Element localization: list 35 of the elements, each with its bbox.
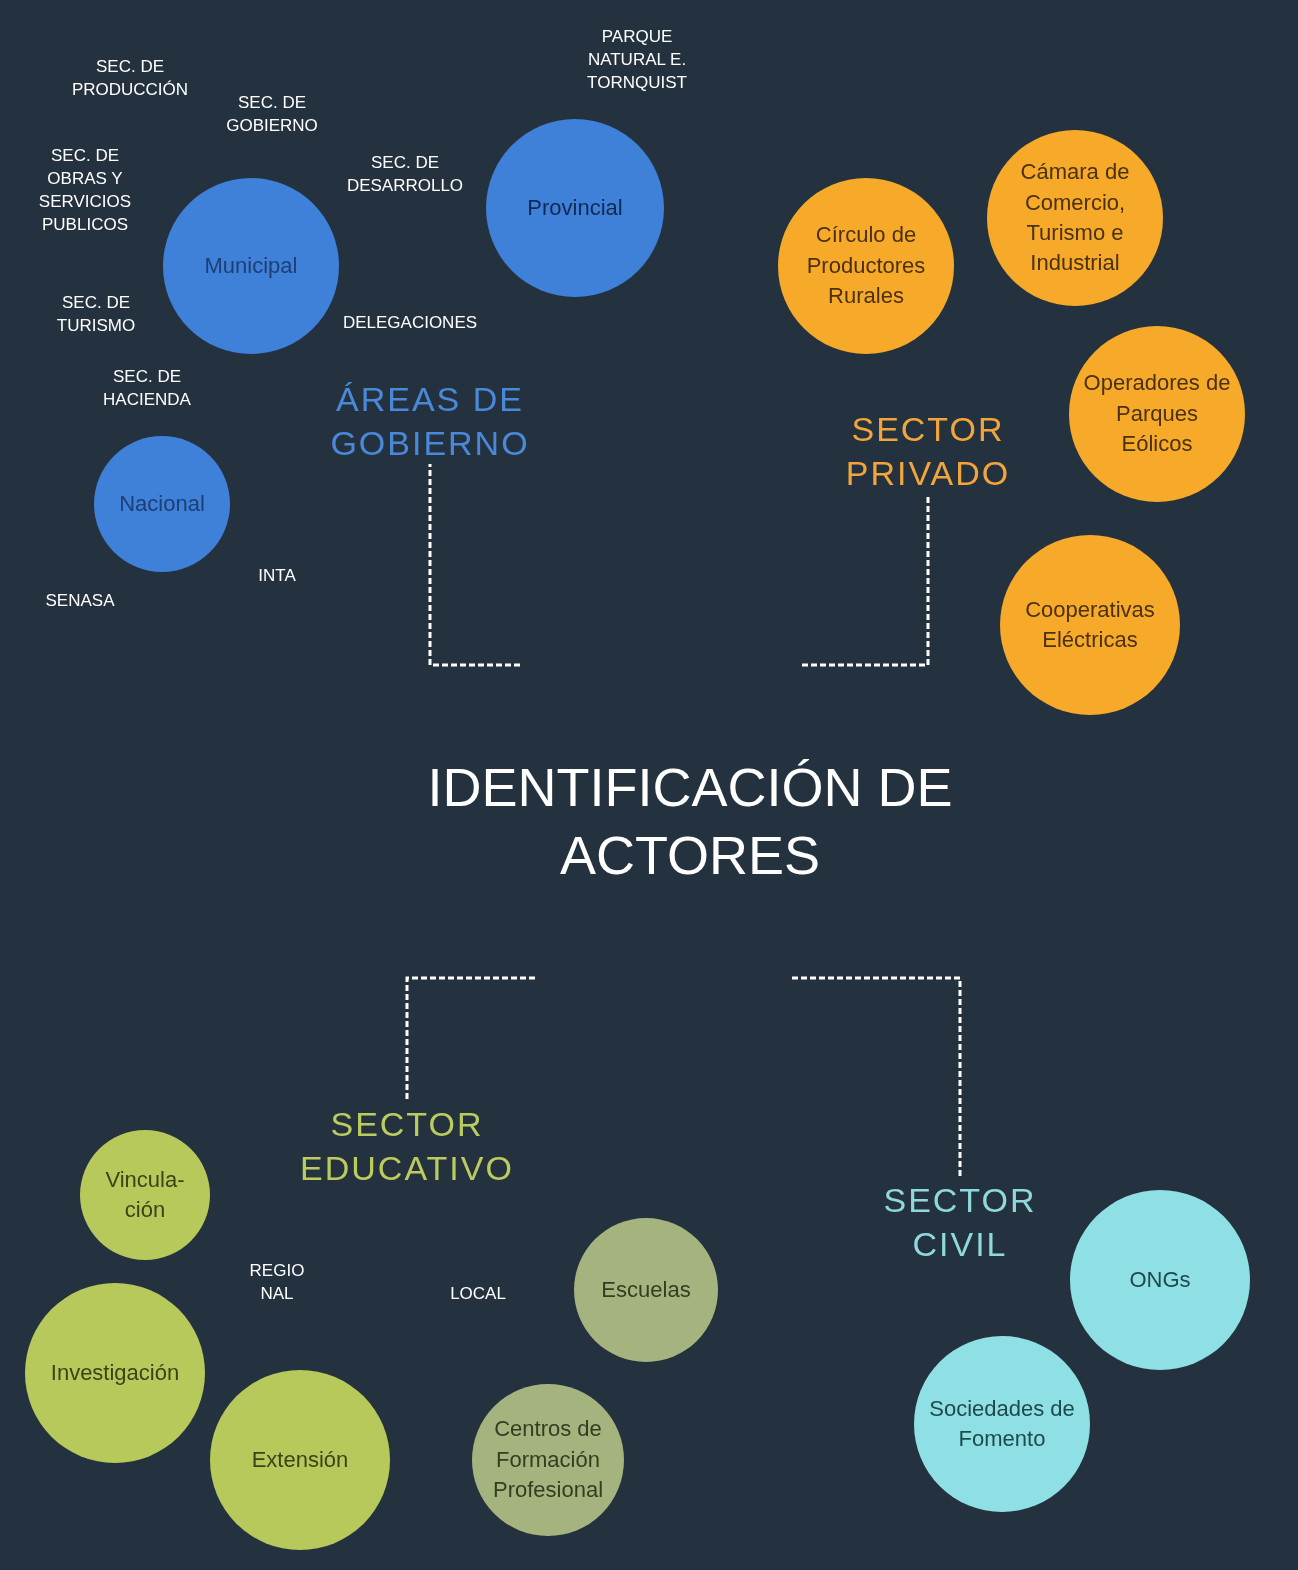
dashed-connector [802,494,930,667]
sub-area-label: PARQUE NATURAL E. TORNQUIST [586,26,688,94]
sub-area-label: SEC. DE HACIENDA [102,366,192,411]
dashed-connector [428,464,520,667]
sub-area-label: INTA [257,565,297,587]
section-heading: SECTOR EDUCATIVO [299,1103,515,1189]
sub-area-label: SEC. DE OBRAS Y SERVICIOS PUBLICOS [37,145,133,236]
sub-area-label: SEC. DE TURISMO [55,292,137,337]
section-heading: SECTOR PRIVADO [844,408,1012,494]
sub-area-label: SEC. DE GOBIERNO [225,92,319,137]
actor-name: Cooperativas Eléctricas [1024,595,1156,654]
actor-name: Operadores de Parques Eólicos [1082,369,1232,459]
sub-area-label: DELEGACIONES [341,312,479,334]
actor-name: Extensión [250,1445,350,1474]
sub-area-label: REGIO NAL [248,1260,306,1305]
actor-name: Círculo de Productores Rurales [805,221,927,311]
section-heading: ÁREAS DE GOBIERNO [329,378,531,464]
actor-name: Escuelas [600,1275,692,1304]
actor-name: Vincula-ción [104,1165,186,1224]
actor-name: Municipal [203,251,299,280]
dashed-connector [405,976,535,1102]
actor-name: Centros de Formación Profesional [491,1415,605,1505]
actor-name: ONGs [1128,1265,1192,1294]
section-heading: SECTOR CIVIL [882,1179,1038,1265]
actor-name: Nacional [118,489,206,518]
actor-name: Provincial [526,193,624,222]
sub-area-label: SEC. DE PRODUCCIÓN [70,56,190,101]
actor-name: Cámara de Comercio, Turismo e Industrial [1019,158,1131,278]
dashed-connector [792,976,962,1178]
sub-area-label: SENASA [44,590,116,612]
sub-area-label: LOCAL [449,1283,507,1305]
sub-area-label: SEC. DE DESARROLLO [345,152,465,197]
actor-name: Investigación [49,1358,181,1387]
actor-name: Sociedades de Fomento [928,1394,1076,1453]
central-title: IDENTIFICACIÓN DE ACTORES [426,756,954,887]
